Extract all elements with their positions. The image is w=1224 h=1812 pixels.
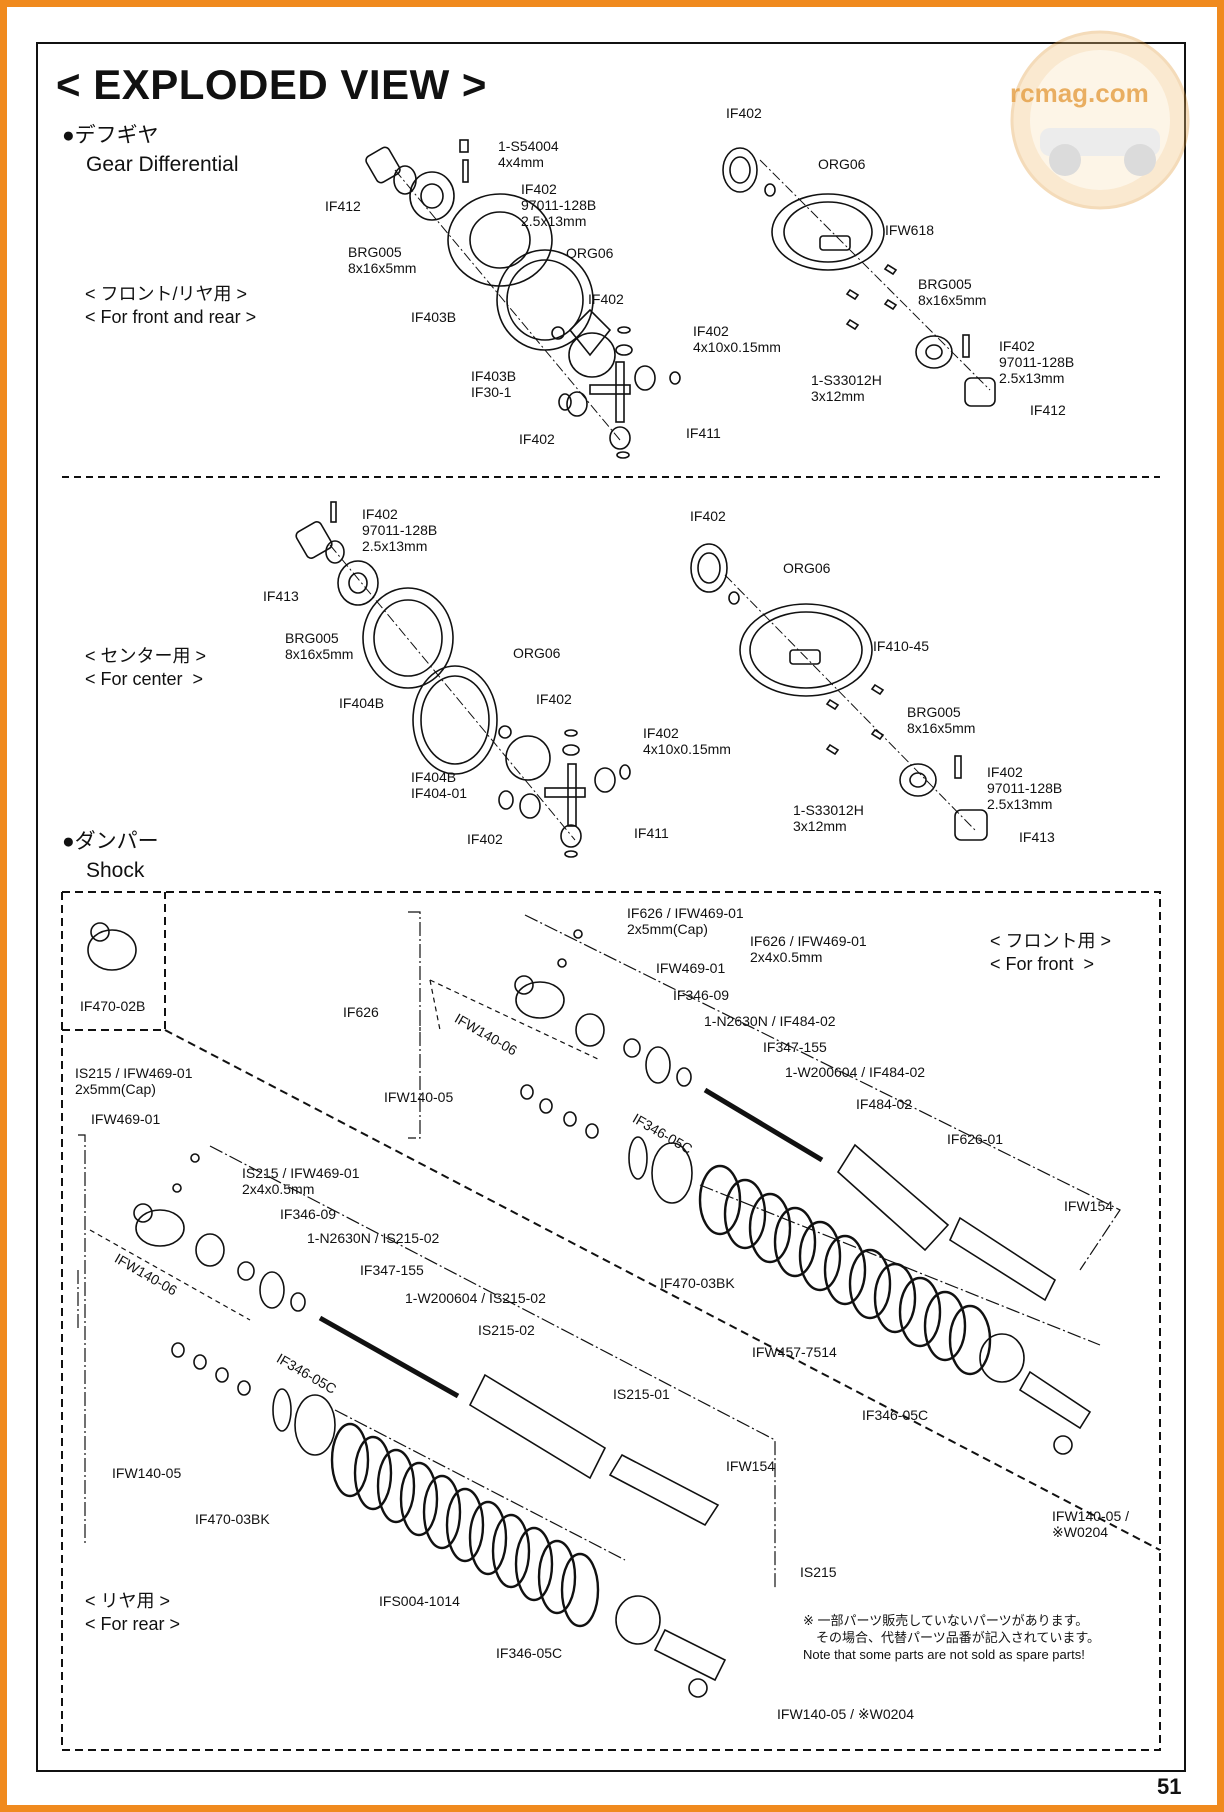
part-label: IF626 bbox=[343, 1004, 379, 1020]
front-rear-divider bbox=[164, 1029, 1161, 1551]
part-label: IS215 bbox=[800, 1564, 837, 1580]
diff-sub-jp: < フロント/リヤ用 > bbox=[85, 284, 248, 304]
part-label: 1-S33012H 3x12mm bbox=[811, 372, 882, 404]
rear-shock-parts bbox=[77, 1134, 776, 1698]
part-label: BRG005 8x16x5mm bbox=[907, 704, 976, 736]
part-label: IS215-01 bbox=[613, 1386, 670, 1402]
part-label: 1-N2630N / IF484-02 bbox=[704, 1013, 836, 1029]
part-label: IFW154 bbox=[1064, 1198, 1114, 1214]
part-label: IF404B bbox=[339, 695, 385, 711]
part-label: IF402 4x10x0.15mm bbox=[643, 725, 731, 757]
part-label: IF470-03BK bbox=[660, 1275, 735, 1291]
part-label: IF404B IF404-01 bbox=[411, 769, 468, 801]
part-label: IF413 bbox=[263, 588, 299, 604]
part-label: IF402 4x10x0.15mm bbox=[693, 323, 781, 355]
part-label: 1-S33012H 3x12mm bbox=[793, 802, 864, 834]
part-label: IF347-155 bbox=[763, 1039, 827, 1055]
part-label: IS215-02 bbox=[478, 1322, 535, 1338]
part-label: IF402 97011-128B 2.5x13mm bbox=[362, 506, 438, 554]
part-label: IF346-09 bbox=[280, 1206, 337, 1222]
gear-diff-heading-jp: ●デフギヤ bbox=[62, 124, 159, 147]
part-label: BRG005 8x16x5mm bbox=[918, 276, 987, 308]
part-label: IFW469-01 bbox=[91, 1111, 161, 1127]
part-label: IF402 bbox=[726, 105, 762, 121]
diff-sub-en: < For front and rear > bbox=[85, 307, 257, 327]
shock-heading-jp: ●ダンパー bbox=[62, 830, 159, 853]
part-label: IF402 bbox=[536, 691, 572, 707]
part-label: IF402 97011-128B 2.5x13mm bbox=[999, 338, 1075, 386]
center-diff-right-parts bbox=[690, 543, 988, 841]
part-label: IF402 bbox=[690, 508, 726, 524]
rear-sub-jp: < リヤ用 > bbox=[85, 1591, 171, 1611]
cap-inset-box bbox=[62, 892, 166, 1031]
part-label: IF410-45 bbox=[873, 638, 930, 654]
center-diff-left-parts bbox=[295, 501, 631, 858]
part-label: IF402 bbox=[467, 831, 503, 847]
part-label: IF470-03BK bbox=[195, 1511, 270, 1527]
cap-inset-part bbox=[87, 922, 137, 971]
part-label: IF347-155 bbox=[360, 1262, 424, 1278]
part-label: IFW140-05 / ※W0204 bbox=[1052, 1508, 1130, 1540]
part-label: IF346-09 bbox=[673, 987, 730, 1003]
part-label: IFW140-05 bbox=[112, 1465, 182, 1481]
front-sub-jp: < フロント用 > bbox=[990, 931, 1112, 951]
part-label: ORG06 bbox=[566, 245, 614, 261]
part-label: IF411 bbox=[634, 825, 669, 841]
part-label: IFW457-7514 bbox=[752, 1344, 837, 1360]
part-label: IF403B IF30-1 bbox=[471, 368, 517, 400]
part-label: IF402 bbox=[519, 431, 555, 447]
part-label: IF412 bbox=[1030, 402, 1066, 418]
part-label: IF403B bbox=[411, 309, 457, 325]
part-label: IF413 bbox=[1019, 829, 1055, 845]
watermark-text: rcmag.com bbox=[1010, 78, 1149, 108]
part-label: IS215 / IFW469-01 2x5mm(Cap) bbox=[75, 1065, 193, 1097]
part-label: IF626 / IFW469-01 2x4x0.5mm bbox=[750, 933, 867, 965]
part-label: IF402 bbox=[588, 291, 624, 307]
part-label: IFW140-05 / ※W0204 bbox=[777, 1706, 915, 1722]
shock-heading-en: Shock bbox=[86, 859, 145, 882]
part-label: ORG06 bbox=[513, 645, 561, 661]
gear-diff-right-parts bbox=[722, 147, 996, 407]
center-sub-jp: < センター用 > bbox=[85, 646, 207, 666]
content-border bbox=[36, 42, 1186, 1772]
part-label: IF346-05C bbox=[862, 1407, 929, 1423]
part-label: 1-W200604 / IS215-02 bbox=[405, 1290, 546, 1306]
part-label: IF484-02 bbox=[856, 1096, 913, 1112]
part-label: IFS004-1014 bbox=[379, 1593, 460, 1609]
part-label: IFW154 bbox=[726, 1458, 776, 1474]
part-label: IF411 bbox=[686, 425, 721, 441]
part-label: 1-W200604 / IF484-02 bbox=[785, 1064, 926, 1080]
gear-diff-left-parts bbox=[365, 139, 681, 459]
part-label: 1-N2630N / IS215-02 bbox=[307, 1230, 440, 1246]
front-sub-en: < For front > bbox=[990, 954, 1095, 974]
part-label: IF402 97011-128B 2.5x13mm bbox=[987, 764, 1063, 812]
part-label: IFW618 bbox=[885, 222, 935, 238]
part-label: 1-S54004 4x4mm bbox=[498, 138, 559, 170]
part-label: IF346-05C bbox=[496, 1645, 563, 1661]
center-sub-en: < For center > bbox=[85, 669, 204, 689]
gear-diff-heading-en: Gear Differential bbox=[86, 153, 239, 176]
page-title: < EXPLODED VIEW > bbox=[56, 61, 487, 108]
part-label: BRG005 8x16x5mm bbox=[285, 630, 354, 662]
part-label: ORG06 bbox=[818, 156, 866, 172]
shock-dashed-box bbox=[61, 891, 1161, 1751]
part-label: ORG06 bbox=[783, 560, 831, 576]
part-label: IFW140-05 bbox=[384, 1089, 454, 1105]
rear-sub-en: < For rear > bbox=[85, 1614, 181, 1634]
part-label: IF402 97011-128B 2.5x13mm bbox=[521, 181, 597, 229]
rcmag-watermark-logo bbox=[1010, 30, 1190, 210]
spare-parts-note: ※ 一部パーツ販売していないパーツがあります。 その場合、代替パーツ品番が記入さ… bbox=[803, 1613, 1101, 1662]
part-label: IF470-02B bbox=[80, 998, 146, 1014]
front-shock-parts bbox=[408, 911, 1121, 1455]
part-label: IFW469-01 bbox=[656, 960, 726, 976]
part-label: IF626-01 bbox=[947, 1131, 1004, 1147]
part-label: BRG005 8x16x5mm bbox=[348, 244, 417, 276]
part-label: IF626 / IFW469-01 2x5mm(Cap) bbox=[627, 905, 744, 937]
part-label: IF412 bbox=[325, 198, 361, 214]
page-number: 51 bbox=[1157, 1774, 1182, 1799]
part-label: IS215 / IFW469-01 2x4x0.5mm bbox=[242, 1165, 360, 1197]
